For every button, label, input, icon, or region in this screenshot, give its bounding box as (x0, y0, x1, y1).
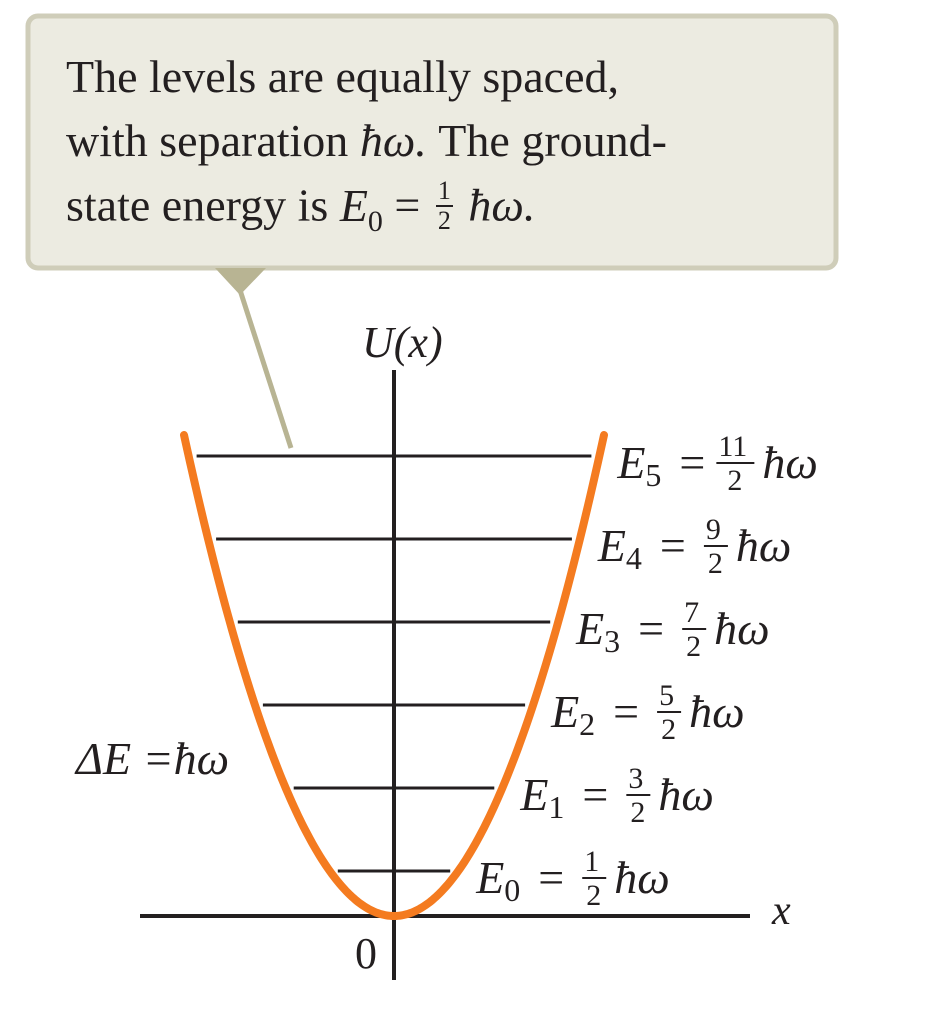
y-axis-label: U(x) (362, 318, 443, 367)
callout-pointer-tip (215, 268, 266, 295)
level-symbol: E (475, 852, 504, 903)
level-equals: = (679, 437, 705, 488)
level-fraction-numerator: 3 (628, 762, 643, 795)
callout-line-3-tail: ħω. (468, 179, 536, 231)
level-fraction-denominator: 2 (727, 464, 742, 497)
level-unit: ħω (714, 603, 769, 654)
level-subscript: 5 (645, 457, 661, 493)
level-subscript: 4 (626, 540, 642, 576)
x-axis-label: x (771, 888, 791, 934)
level-unit: ħω (658, 769, 713, 820)
callout-box (25, 13, 839, 271)
callout-line-1: The levels are equally spaced, (66, 54, 619, 100)
level-equals: = (660, 520, 686, 571)
potential-curve (180, 431, 608, 920)
level-symbol: E (597, 520, 626, 571)
level-unit: ħω (614, 852, 669, 903)
level-fraction-denominator: 2 (586, 879, 601, 912)
callout-energy-letter: E (339, 179, 368, 231)
level-subscript: 1 (548, 789, 564, 825)
level-fraction-numerator: 1 (584, 845, 599, 878)
level-unit: ħω (736, 520, 791, 571)
level-equals: = (638, 603, 664, 654)
callout-line-2-text: with separation (66, 115, 349, 166)
callout-energy-subscript: 0 (367, 204, 383, 238)
level-subscript: 3 (604, 623, 620, 659)
level-subscript: 0 (504, 872, 520, 908)
callout-energy-symbol: E0 (339, 179, 383, 236)
callout-line-1-text: The levels are equally spaced, (66, 51, 620, 102)
level-fraction-numerator: 9 (706, 513, 721, 546)
callout-line-2-math: ħω. (359, 115, 427, 166)
callout-pointer-line (237, 289, 294, 449)
level-fraction-numerator: 5 (659, 679, 674, 712)
level-fraction-numerator: 7 (684, 596, 699, 629)
origin-label: 0 (355, 929, 377, 978)
level-equals: = (582, 769, 608, 820)
level-fraction-denominator: 2 (708, 547, 723, 580)
spacing-label: ΔE =ħω (74, 733, 229, 784)
level-equals: = (538, 852, 564, 903)
level-symbol: E (575, 603, 604, 654)
level-equals: = (613, 686, 639, 737)
callout-fraction-numerator: 1 (435, 176, 453, 207)
level-symbol: E (616, 437, 645, 488)
callout-line-2: with separation ħω. The ground- (66, 118, 667, 164)
callout-equals: = (394, 179, 421, 231)
callout-line-2-tail: The ground- (438, 115, 667, 166)
level-symbol: E (519, 769, 548, 820)
level-fraction-denominator: 2 (630, 796, 645, 829)
level-fraction-numerator: 11 (718, 430, 747, 463)
level-unit: ħω (689, 686, 744, 737)
level-fraction-denominator: 2 (686, 630, 701, 663)
level-symbol: E (550, 686, 579, 737)
callout-fraction-denominator: 2 (437, 206, 451, 235)
level-fraction-denominator: 2 (661, 713, 676, 746)
callout-line-3-text: state energy is (66, 179, 329, 231)
level-subscript: 2 (579, 706, 595, 742)
level-unit: ħω (762, 437, 817, 488)
